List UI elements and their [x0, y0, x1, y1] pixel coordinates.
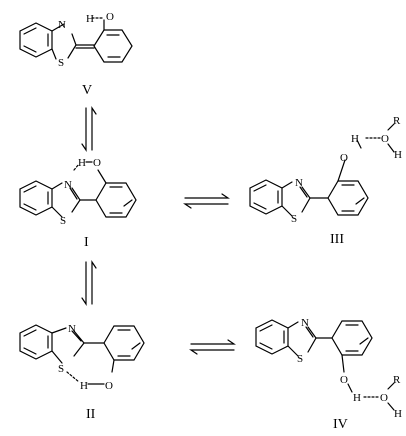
sulfur-atom: S [291, 213, 297, 225]
sulfur-atom: S [60, 215, 66, 227]
benzene-ring [249, 179, 283, 215]
compound-iii: N S O H O H R III [249, 115, 402, 247]
oxygen-atom: O [105, 380, 113, 392]
hydrogen-atom: H [80, 380, 88, 392]
compound-v: N H O S V [19, 11, 133, 98]
nitrogen-atom: N [301, 317, 309, 329]
sulfur-atom: S [297, 353, 303, 365]
compound-label-iv: IV [333, 417, 348, 432]
benzene-ring [19, 324, 53, 360]
hydrogen-bond [66, 371, 80, 383]
phenol-ring [315, 320, 373, 373]
phenol-ring [79, 169, 137, 218]
hydrogen-atom: H [353, 392, 361, 404]
equilibrium-arrows-i-ii [81, 260, 97, 306]
compound-ii: N S H O II [19, 323, 145, 422]
water-hydrogen-atom: H [394, 149, 402, 161]
oxygen-atom: O [340, 374, 348, 386]
equilibrium-arrows-ii-iv [189, 339, 236, 355]
compound-i: N H O S I [19, 157, 137, 250]
nitrogen-atom: N [64, 179, 72, 191]
r-group-label: R [393, 374, 401, 386]
oxygen-atom: O [93, 157, 101, 169]
compound-label-iii: III [330, 232, 344, 247]
hydrogen-atom: H [78, 157, 86, 169]
hydrogen-atom: H [351, 133, 359, 145]
oxygen-atom: O [340, 152, 348, 164]
r-group-label: R [393, 115, 401, 127]
phenol-ring [309, 159, 369, 216]
benzene-ring [19, 22, 53, 58]
nitrogen-atom: N [68, 323, 76, 335]
hydrogen-atom: H [86, 13, 94, 25]
nitrogen-atom: N [295, 177, 303, 189]
quinoid-ring [75, 19, 133, 63]
sulfur-atom: S [58, 363, 64, 375]
phenol-ring [83, 325, 145, 373]
water-hydrogen-atom: H [394, 408, 402, 420]
compound-label-ii: II [86, 407, 96, 422]
water-rOH [356, 123, 395, 153]
equilibrium-arrows-i-iii [183, 193, 230, 209]
compound-iv: N S O H O H R IV [255, 317, 402, 432]
benzene-ring [255, 319, 289, 355]
water-rOH [347, 382, 395, 411]
compound-label-v: V [82, 83, 92, 98]
water-oxygen-atom: O [380, 392, 388, 404]
sulfur-atom: S [58, 57, 64, 69]
equilibrium-arrows-v-i [81, 106, 97, 152]
oxygen-atom: O [106, 11, 114, 23]
water-oxygen-atom: O [381, 133, 389, 145]
compound-label-i: I [84, 235, 89, 250]
nitrogen-atom: N [58, 19, 66, 31]
benzene-ring [19, 180, 53, 216]
hydrogen-bond [73, 163, 80, 171]
